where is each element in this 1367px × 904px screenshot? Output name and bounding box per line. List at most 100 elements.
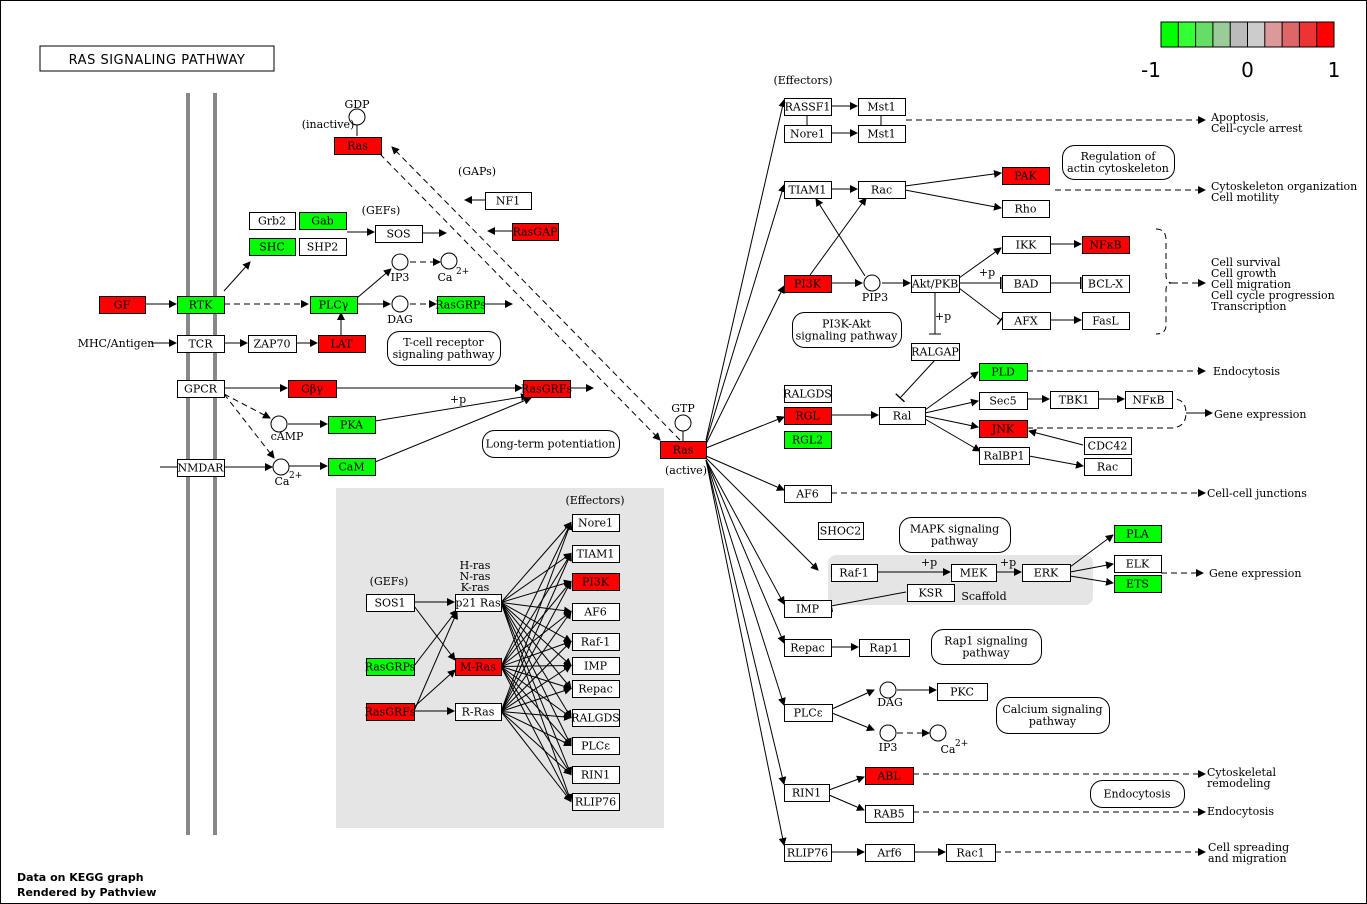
gene-node-e-pi3k[interactable]: PI3K: [572, 573, 620, 591]
gene-node-gby[interactable]: Gβγ: [288, 380, 337, 398]
gene-node-e-repac[interactable]: Repac: [572, 680, 620, 698]
gene-node-rasgrps2[interactable]: RasGRPs: [365, 658, 416, 676]
gene-node-pka[interactable]: PKA: [328, 416, 376, 434]
gene-node-pak[interactable]: PAK: [1002, 167, 1050, 185]
gene-node-elk[interactable]: ELK: [1114, 555, 1162, 573]
gene-node-e-tiam1[interactable]: TIAM1: [572, 545, 620, 563]
gene-node-tbk1[interactable]: TBK1: [1050, 391, 1099, 409]
gene-node-sos1[interactable]: SOS1: [366, 594, 415, 612]
gene-node-af6[interactable]: AF6: [784, 485, 832, 503]
gene-node-afx[interactable]: AFX: [1002, 312, 1051, 330]
gene-node-raf1[interactable]: Raf-1: [831, 564, 878, 582]
gene-node-shoc2[interactable]: SHOC2: [818, 522, 864, 540]
gene-node-abl[interactable]: ABL: [865, 767, 914, 785]
gene-node-rasgap[interactable]: RasGAP: [512, 223, 559, 241]
gene-node-jnk[interactable]: JNK: [979, 420, 1028, 438]
map-ltp[interactable]: Long-term potentiation: [482, 430, 620, 458]
gene-node-ikk[interactable]: IKK: [1002, 236, 1051, 254]
gene-node-ets[interactable]: ETS: [1114, 575, 1162, 593]
gene-node-cam[interactable]: CaM: [328, 458, 376, 476]
gene-node-rasgrfs2[interactable]: RasGRFs: [364, 703, 416, 721]
gene-node-e-rin1[interactable]: RIN1: [572, 766, 620, 784]
gene-node-e-rlip76[interactable]: RLIP76: [572, 793, 620, 811]
gene-node-rgl2[interactable]: RGL2: [784, 431, 832, 449]
gene-node-rlip76[interactable]: RLIP76: [784, 844, 832, 862]
gene-node-nfkb2[interactable]: NFκB: [1125, 391, 1173, 409]
gene-node-tiam1[interactable]: TIAM1: [784, 181, 832, 199]
gene-node-rassf1[interactable]: RASSF1: [784, 98, 832, 116]
gene-node-pld[interactable]: PLD: [979, 363, 1028, 381]
gene-node-pkc[interactable]: PKC: [937, 683, 988, 701]
gene-node-p21ras[interactable]: p21 Ras: [455, 594, 502, 612]
gene-node-erk[interactable]: ERK: [1022, 564, 1071, 582]
gene-node-ras-in[interactable]: Ras: [334, 137, 382, 155]
gene-node-mst1b[interactable]: Mst1: [858, 125, 906, 143]
gene-node-aktpkb[interactable]: Akt/PKB: [911, 275, 960, 293]
gene-node-nore1[interactable]: Nore1: [784, 125, 832, 143]
gene-node-ksr[interactable]: KSR: [907, 584, 955, 602]
gene-node-shc[interactable]: SHC: [249, 238, 296, 256]
gene-node-gab[interactable]: Gab: [299, 212, 347, 230]
gene-node-rtk[interactable]: RTK: [177, 296, 225, 314]
gene-node-fasl[interactable]: FasL: [1082, 312, 1130, 330]
gene-node-plcg[interactable]: PLCγ: [310, 296, 358, 314]
gene-node-pi3k[interactable]: PI3K: [784, 275, 832, 293]
gene-node-imp[interactable]: IMP: [784, 600, 832, 618]
gene-node-lat[interactable]: LAT: [318, 335, 366, 353]
gene-node-e-raf1[interactable]: Raf-1: [572, 633, 620, 651]
gene-node-arf6[interactable]: Arf6: [865, 844, 915, 862]
gene-node-e-ralgds[interactable]: RALGDS: [571, 709, 620, 727]
gene-node-rasgrfs[interactable]: RasGRFs: [521, 380, 572, 398]
legend-max-label: 1: [1328, 58, 1341, 82]
gene-label: Repac: [578, 683, 613, 696]
gene-node-ralgap[interactable]: RALGAP: [911, 343, 960, 361]
effectors-label: (Effectors): [773, 74, 832, 87]
gene-node-shp2[interactable]: SHP2: [299, 238, 347, 256]
gene-node-nmdar[interactable]: NMDAR: [177, 459, 225, 477]
gene-node-repac[interactable]: Repac: [784, 639, 832, 657]
gene-node-rgl[interactable]: RGL: [784, 407, 832, 425]
gene-node-mek[interactable]: MEK: [951, 564, 997, 582]
gene-node-nfkb1[interactable]: NFκB: [1082, 236, 1130, 254]
gene-node-ralgds[interactable]: RALGDS: [783, 385, 832, 403]
gene-node-rac[interactable]: Rac: [858, 181, 906, 199]
gene-node-pla[interactable]: PLA: [1114, 525, 1162, 543]
gene-node-plce[interactable]: PLCε: [784, 704, 833, 722]
map-endo[interactable]: Endocytosis: [1090, 780, 1185, 808]
gene-node-ral[interactable]: Ral: [879, 407, 926, 425]
gene-node-rab5[interactable]: RAB5: [865, 805, 914, 823]
gene-node-nf1[interactable]: NF1: [485, 192, 532, 210]
gene-node-gf[interactable]: GF: [99, 296, 146, 314]
gene-node-rap1[interactable]: Rap1: [859, 639, 910, 657]
gene-node-ralbp1[interactable]: RalBP1: [979, 447, 1030, 465]
gene-node-rin1[interactable]: RIN1: [784, 784, 830, 802]
gene-node-sec5[interactable]: Sec5: [979, 392, 1028, 410]
gene-node-grb2[interactable]: Grb2: [249, 212, 296, 230]
gene-node-bclx[interactable]: BCL-X: [1082, 275, 1130, 293]
gene-node-rras[interactable]: R-Ras: [455, 703, 502, 721]
gene-label: Sec5: [989, 395, 1016, 408]
gene-node-rac2[interactable]: Rac: [1084, 458, 1132, 476]
gene-node-mras[interactable]: M-Ras: [455, 658, 502, 676]
gene-node-e-plce[interactable]: PLCε: [572, 737, 620, 755]
gene-node-bad[interactable]: BAD: [1002, 275, 1051, 293]
gene-node-rac1[interactable]: Rac1: [946, 844, 996, 862]
gene-node-zap70[interactable]: ZAP70: [248, 335, 297, 353]
gene-node-cdc42[interactable]: CDC42: [1084, 437, 1132, 455]
gene-node-rasgrps[interactable]: RasGRPs: [435, 296, 486, 314]
gene-node-e-nore1[interactable]: Nore1: [572, 514, 620, 532]
gene-node-gpcr[interactable]: GPCR: [177, 380, 225, 398]
gene-node-sos[interactable]: SOS: [375, 225, 423, 243]
gene-node-e-af6[interactable]: AF6: [572, 603, 620, 621]
gene-node-tcr[interactable]: TCR: [177, 335, 225, 353]
gene-node-e-imp[interactable]: IMP: [572, 657, 620, 675]
gene-node-mst1a[interactable]: Mst1: [858, 98, 906, 116]
gene-node-rho[interactable]: Rho: [1002, 200, 1050, 218]
gene-node-ras-act[interactable]: Ras: [660, 441, 707, 459]
